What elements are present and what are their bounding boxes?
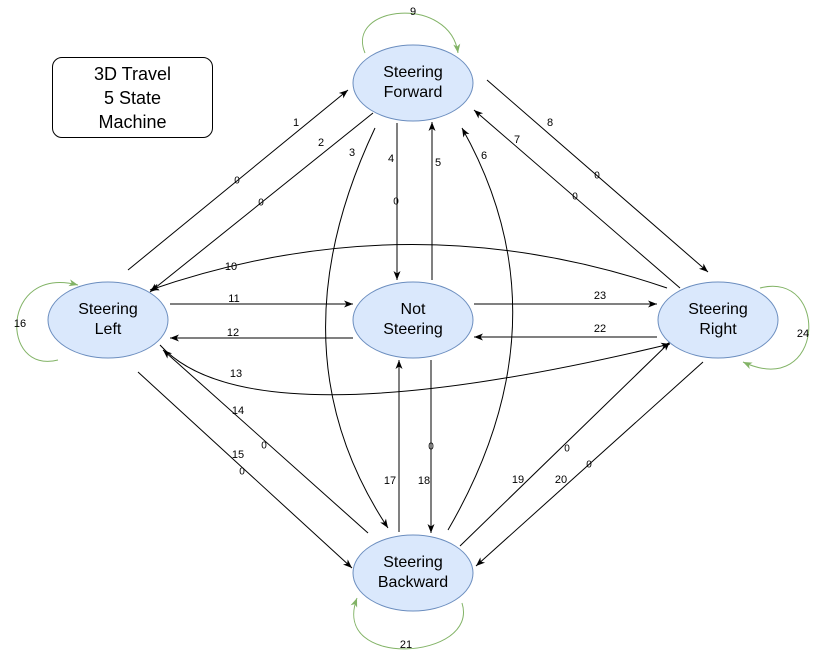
title-line-3: Machine <box>98 111 167 132</box>
transition-arrow-1 <box>127 89 349 271</box>
transition-arrow-3 <box>325 127 389 529</box>
transition-arrow-13 <box>159 342 671 396</box>
self-loop-21 <box>350 597 464 650</box>
transition-arrow-14 <box>162 349 369 534</box>
state-ellipse-forward <box>352 44 474 122</box>
transition-label-2: 2 <box>318 137 324 149</box>
transition-label-23: 23 <box>594 290 606 302</box>
state-label-not-line-2: Steering <box>383 321 443 338</box>
state-label-left-line-1: Steering <box>78 301 138 318</box>
transition-arrow-20 <box>475 361 704 567</box>
transition-label-17: 17 <box>384 475 396 487</box>
transition-weight-19: 0 <box>564 444 570 455</box>
state-ellipse-left <box>47 281 169 359</box>
self-loop-24 <box>742 285 810 370</box>
transition-label-9: 9 <box>410 6 416 18</box>
transition-arrow-19 <box>459 341 671 547</box>
transition-label-16: 16 <box>14 318 26 330</box>
transition-weight-2: 0 <box>258 198 264 209</box>
transition-weight-4: 0 <box>393 197 399 208</box>
nodes-layer: SteeringForwardSteeringLeftNotSteeringSt… <box>47 44 779 612</box>
state-label-right-line-2: Right <box>699 321 737 338</box>
transition-label-4: 4 <box>388 153 394 165</box>
transition-label-21: 21 <box>400 639 412 651</box>
state-label-backward-line-1: Steering <box>383 554 443 571</box>
state-label-backward-line-2: Backward <box>378 574 448 591</box>
title-line-1: 3D Travel <box>93 63 172 84</box>
state-ellipse-right <box>657 281 779 359</box>
transition-arrow-8 <box>486 79 709 273</box>
transition-label-15: 15 <box>232 449 244 461</box>
transition-weight-14: 0 <box>261 441 267 452</box>
transition-weight-8: 0 <box>594 171 600 182</box>
transition-label-1: 1 <box>293 117 299 129</box>
state-label-forward-line-1: Steering <box>383 64 443 81</box>
title-box: 3D Travel 5 State Machine <box>52 57 213 138</box>
state-label-not-line-1: Not <box>401 301 426 318</box>
transition-label-7: 7 <box>514 134 520 146</box>
transition-arrow-15 <box>137 371 353 569</box>
title-line-2: 5 State <box>103 87 162 108</box>
transition-weight-15: 0 <box>239 467 245 478</box>
transition-weight-18: 0 <box>428 442 434 453</box>
transition-weight-1: 0 <box>234 176 240 187</box>
state-ellipse-not <box>352 281 474 359</box>
transition-label-12: 12 <box>227 327 239 339</box>
transition-label-19: 19 <box>512 474 524 486</box>
transition-label-5: 5 <box>435 157 441 169</box>
state-label-right-line-1: Steering <box>688 301 748 318</box>
transition-label-18: 18 <box>418 475 430 487</box>
transition-label-24: 24 <box>797 328 809 340</box>
self-loop-16 <box>16 279 79 362</box>
transition-arrow-10 <box>149 244 668 291</box>
transition-label-8: 8 <box>547 117 553 129</box>
transition-arrow-7 <box>473 109 681 289</box>
transition-label-13: 13 <box>230 368 242 380</box>
transition-arrow-6 <box>447 127 514 531</box>
edges-layer <box>16 12 810 650</box>
transition-label-22: 22 <box>594 323 606 335</box>
transition-label-20: 20 <box>555 474 567 486</box>
transition-weight-20: 0 <box>586 460 592 471</box>
self-loop-9 <box>362 12 461 54</box>
transition-label-14: 14 <box>232 405 244 417</box>
transition-label-11: 11 <box>228 293 239 305</box>
transition-weight-7: 0 <box>572 192 578 203</box>
transition-label-3: 3 <box>349 147 355 159</box>
state-label-forward-line-2: Forward <box>384 84 443 101</box>
state-label-left-line-2: Left <box>95 321 122 338</box>
state-ellipse-backward <box>352 534 474 612</box>
transition-label-10: 10 <box>225 261 237 273</box>
transition-label-6: 6 <box>481 150 487 162</box>
transition-arrow-2 <box>149 112 374 293</box>
